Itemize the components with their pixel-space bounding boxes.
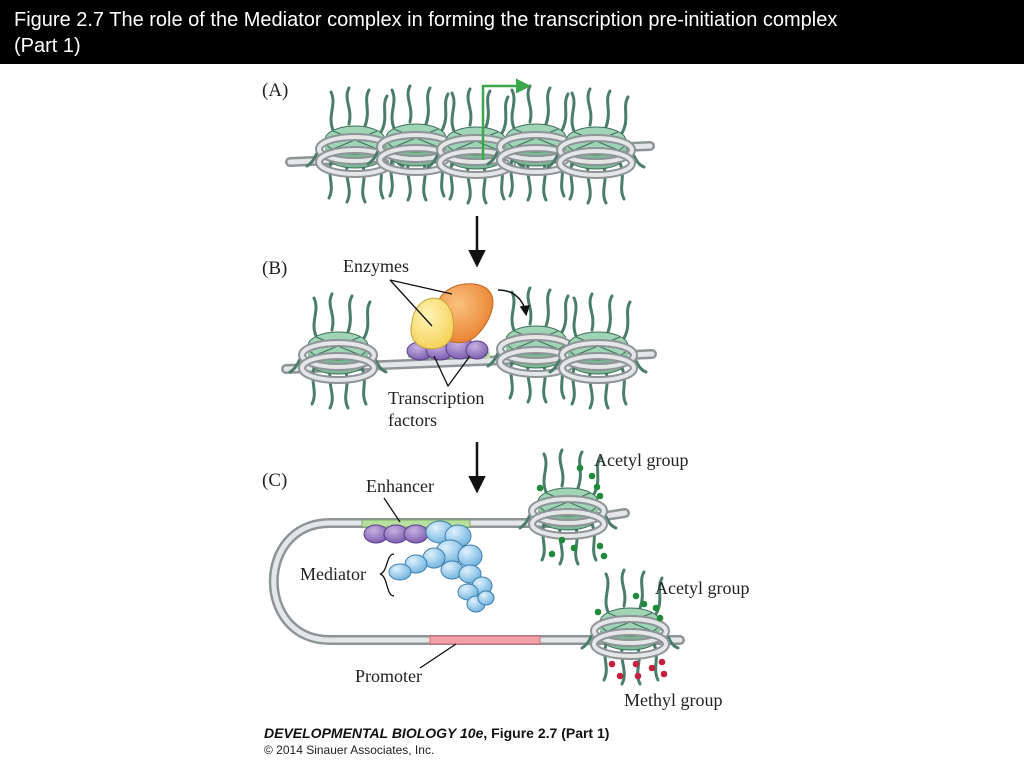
- figure-title-line-2: (Part 1): [14, 35, 81, 57]
- mediator-label: Mediator: [300, 564, 366, 584]
- enhancer-label: Enhancer: [366, 476, 434, 496]
- transcription-factors-label-line-2: factors: [388, 410, 437, 430]
- figure-credit: DEVELOPMENTAL BIOLOGY 10e, Figure 2.7 (P…: [264, 725, 609, 757]
- acetyl-groups: [594, 592, 664, 622]
- acetyl-group-label-top: Acetyl group: [594, 450, 688, 470]
- nucleosome: [290, 294, 386, 408]
- panel-b-label: (B): [262, 258, 287, 279]
- panel-c-label: (C): [262, 470, 287, 491]
- mediator-diagram: (A) (B) Enzymes: [262, 78, 749, 757]
- transcription-factors-label-line-1: Transcription: [388, 388, 484, 408]
- panel-a-label: (A): [262, 80, 288, 101]
- mediator-complex: [388, 520, 495, 613]
- panel-b: (B) Enzymes Transcription factors: [262, 256, 657, 430]
- panel-c: (C): [262, 450, 749, 710]
- curved-arrow: [497, 289, 531, 317]
- methyl-groups: [608, 658, 668, 680]
- figure-title-line-1: Figure 2.7 The role of the Mediator comp…: [14, 9, 838, 31]
- enzymes-label: Enzymes: [343, 256, 409, 276]
- enzymes: [410, 283, 494, 350]
- credit-title: DEVELOPMENTAL BIOLOGY 10e, Figure 2.7 (P…: [264, 725, 609, 741]
- methyl-group-label: Methyl group: [624, 690, 723, 710]
- promoter-region: [429, 635, 541, 645]
- acetyl-group-label-bottom: Acetyl group: [655, 578, 749, 598]
- panel-a: (A): [262, 78, 655, 203]
- acetyl-groups: [536, 464, 608, 560]
- transcription-start-arrow: [481, 78, 531, 160]
- credit-copyright: © 2014 Sinauer Associates, Inc.: [264, 743, 434, 757]
- transcription-factors: [363, 524, 429, 544]
- figure-title: Figure 2.7 The role of the Mediator comp…: [0, 0, 1024, 64]
- promoter-label: Promoter: [355, 666, 422, 686]
- mediator-brace: [379, 553, 395, 597]
